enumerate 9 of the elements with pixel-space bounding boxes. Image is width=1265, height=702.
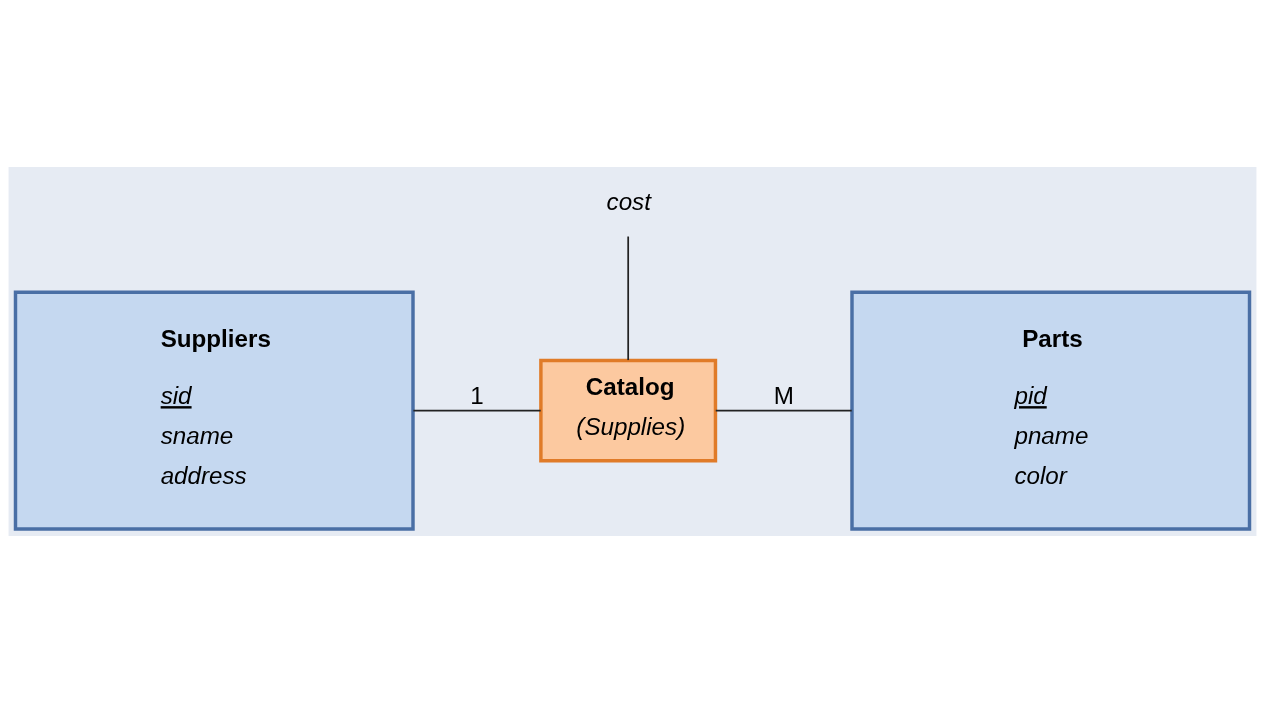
edge-label: M <box>773 381 794 409</box>
connector <box>714 409 853 412</box>
connector <box>412 409 542 412</box>
node-box: Catalog (Supplies) <box>539 358 718 463</box>
node-box: Parts pid pname color <box>850 290 1252 531</box>
connector <box>627 235 630 361</box>
node-box: Suppliers sid sname address <box>13 290 415 531</box>
edge-label: 1 <box>470 381 484 409</box>
node-text: cost <box>606 187 651 215</box>
